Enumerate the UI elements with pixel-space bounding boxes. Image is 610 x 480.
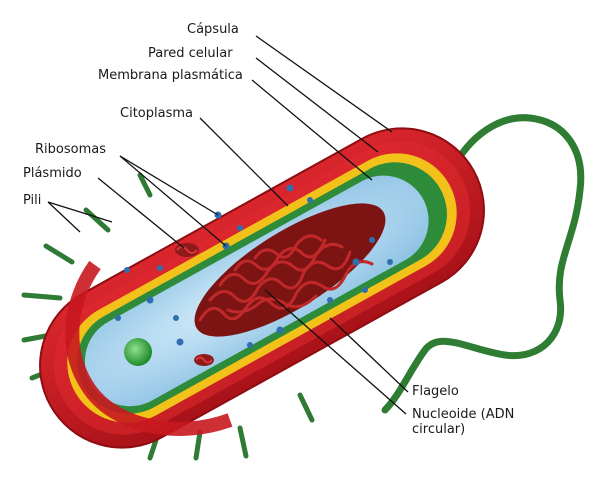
leader-nucleoide <box>264 289 407 415</box>
storage-granule <box>124 338 152 366</box>
ribosome <box>276 326 284 334</box>
leader-membrana <box>251 79 373 181</box>
pilus <box>297 392 315 423</box>
leader-ribosomas-b <box>119 155 227 247</box>
pilus <box>83 207 111 233</box>
ribosome <box>157 265 163 271</box>
leader-lines <box>47 35 409 415</box>
ribosome <box>286 184 294 192</box>
ribosome <box>237 225 243 231</box>
ribosome <box>146 296 154 304</box>
label-capsula: Cápsula <box>187 22 239 37</box>
capsule-cutaway-rim <box>65 260 233 436</box>
leader-pili-a <box>47 201 113 223</box>
pilus <box>137 172 153 198</box>
pilus <box>237 425 249 459</box>
label-plasmido: Plásmido <box>23 166 82 181</box>
leader-ribosomas-a <box>119 155 219 216</box>
label-citoplasma: Citoplasma <box>120 106 193 121</box>
ribosome <box>173 315 179 321</box>
label-membrana-plasmatica: Membrana plasmática <box>98 68 243 83</box>
label-pared-celular: Pared celular <box>148 46 233 61</box>
pilus <box>21 292 63 301</box>
label-flagelo: Flagelo <box>412 384 459 399</box>
label-ribosomas: Ribosomas <box>35 142 106 157</box>
leader-capsula <box>255 35 393 133</box>
ribosome <box>176 338 184 346</box>
label-nucleoide: Nucleoide (ADN circular) <box>412 407 515 437</box>
ribosome <box>327 297 333 303</box>
plasmid <box>175 243 199 257</box>
ribosome <box>362 287 368 293</box>
leader-flagelo <box>329 317 409 393</box>
leader-citoplasma <box>199 117 289 207</box>
label-pili: Pili <box>23 193 42 208</box>
ribosome <box>115 315 121 321</box>
flagellum <box>381 114 585 414</box>
ribosome <box>124 267 130 273</box>
leader-pili-b <box>47 201 81 233</box>
ribosome <box>369 237 375 243</box>
pilus <box>43 243 75 265</box>
plasmid <box>194 354 214 366</box>
leader-pared <box>255 57 379 153</box>
pilus <box>193 429 203 461</box>
ribosomes-group <box>115 184 393 348</box>
ribosome <box>387 259 393 265</box>
ribosome <box>247 342 253 348</box>
ribosome <box>352 258 360 266</box>
leader-plasmido <box>97 177 185 249</box>
ribosome <box>307 197 313 203</box>
